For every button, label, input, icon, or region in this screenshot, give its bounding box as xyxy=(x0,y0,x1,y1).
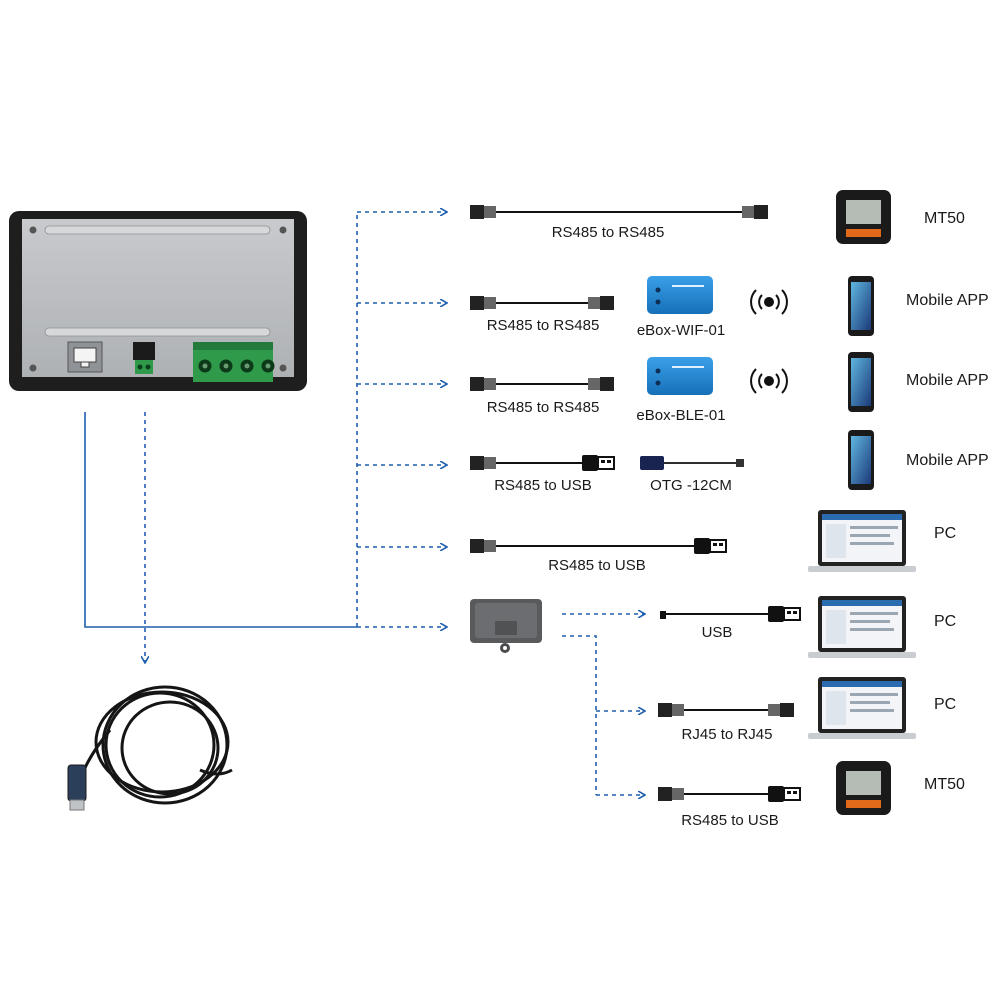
ebox-icon xyxy=(647,276,713,314)
laptop-icon-2 xyxy=(808,596,916,658)
adapter-box-icon xyxy=(470,599,542,653)
label-row2-device: Mobile APP xyxy=(906,292,989,309)
label-row3-cable: RS485 to RS485 xyxy=(486,399,600,416)
mt50-icon-2 xyxy=(836,761,891,815)
label-row4-otg: OTG -12CM xyxy=(650,477,732,494)
usb-cable-icon xyxy=(470,455,615,471)
label-row5-device: PC xyxy=(934,525,957,542)
usb-cable-row8 xyxy=(658,786,801,802)
rj45-port xyxy=(67,341,103,373)
label-row3-box: eBox-BLE-01 xyxy=(636,407,726,424)
label-row1-cable: RS485 to RS485 xyxy=(551,224,665,241)
ebox-ble-icon xyxy=(647,357,713,395)
solid-line-controller xyxy=(84,412,357,628)
power-terminal-block xyxy=(193,342,275,382)
phone-icon xyxy=(848,276,874,336)
label-row8-device: MT50 xyxy=(924,776,965,793)
label-row5-cable: RS485 to USB xyxy=(548,557,646,574)
rj45-cable xyxy=(658,703,794,717)
controller-icon xyxy=(9,211,307,391)
label-row2-box: eBox-WIF-01 xyxy=(636,322,726,339)
label-row6-device: PC xyxy=(934,613,957,630)
mt50-icon xyxy=(836,190,891,244)
rs485-cable-1 xyxy=(470,205,768,219)
laptop-icon xyxy=(808,510,916,572)
rs485-cable-3 xyxy=(470,377,614,391)
usb-cable-long xyxy=(470,538,727,554)
label-row7-cable: RJ45 to RJ45 xyxy=(681,726,773,743)
usb-coil-cable-icon xyxy=(67,685,233,811)
small-terminal xyxy=(133,342,155,374)
label-row4-device: Mobile APP xyxy=(906,452,989,469)
label-row8-cable: RS485 to USB xyxy=(681,812,779,829)
label-row7-device: PC xyxy=(934,696,957,713)
otg-cable-icon xyxy=(640,456,744,470)
connector-lines xyxy=(84,212,644,795)
phone-icon-2 xyxy=(848,352,874,412)
label-row6-cable: USB xyxy=(701,624,733,641)
label-row1-device: MT50 xyxy=(924,210,965,227)
usb-cable-short xyxy=(660,606,801,622)
phone-icon-3 xyxy=(848,430,874,490)
laptop-icon-3 xyxy=(808,677,916,739)
label-row4-cable: RS485 to USB xyxy=(494,477,592,494)
label-row3-device: Mobile APP xyxy=(906,372,989,389)
rs485-cable-2 xyxy=(470,296,614,310)
cables xyxy=(470,205,801,802)
label-row2-cable: RS485 to RS485 xyxy=(486,317,600,334)
ble-signal-icon xyxy=(750,368,788,394)
wifi-signal-icon xyxy=(750,289,788,315)
